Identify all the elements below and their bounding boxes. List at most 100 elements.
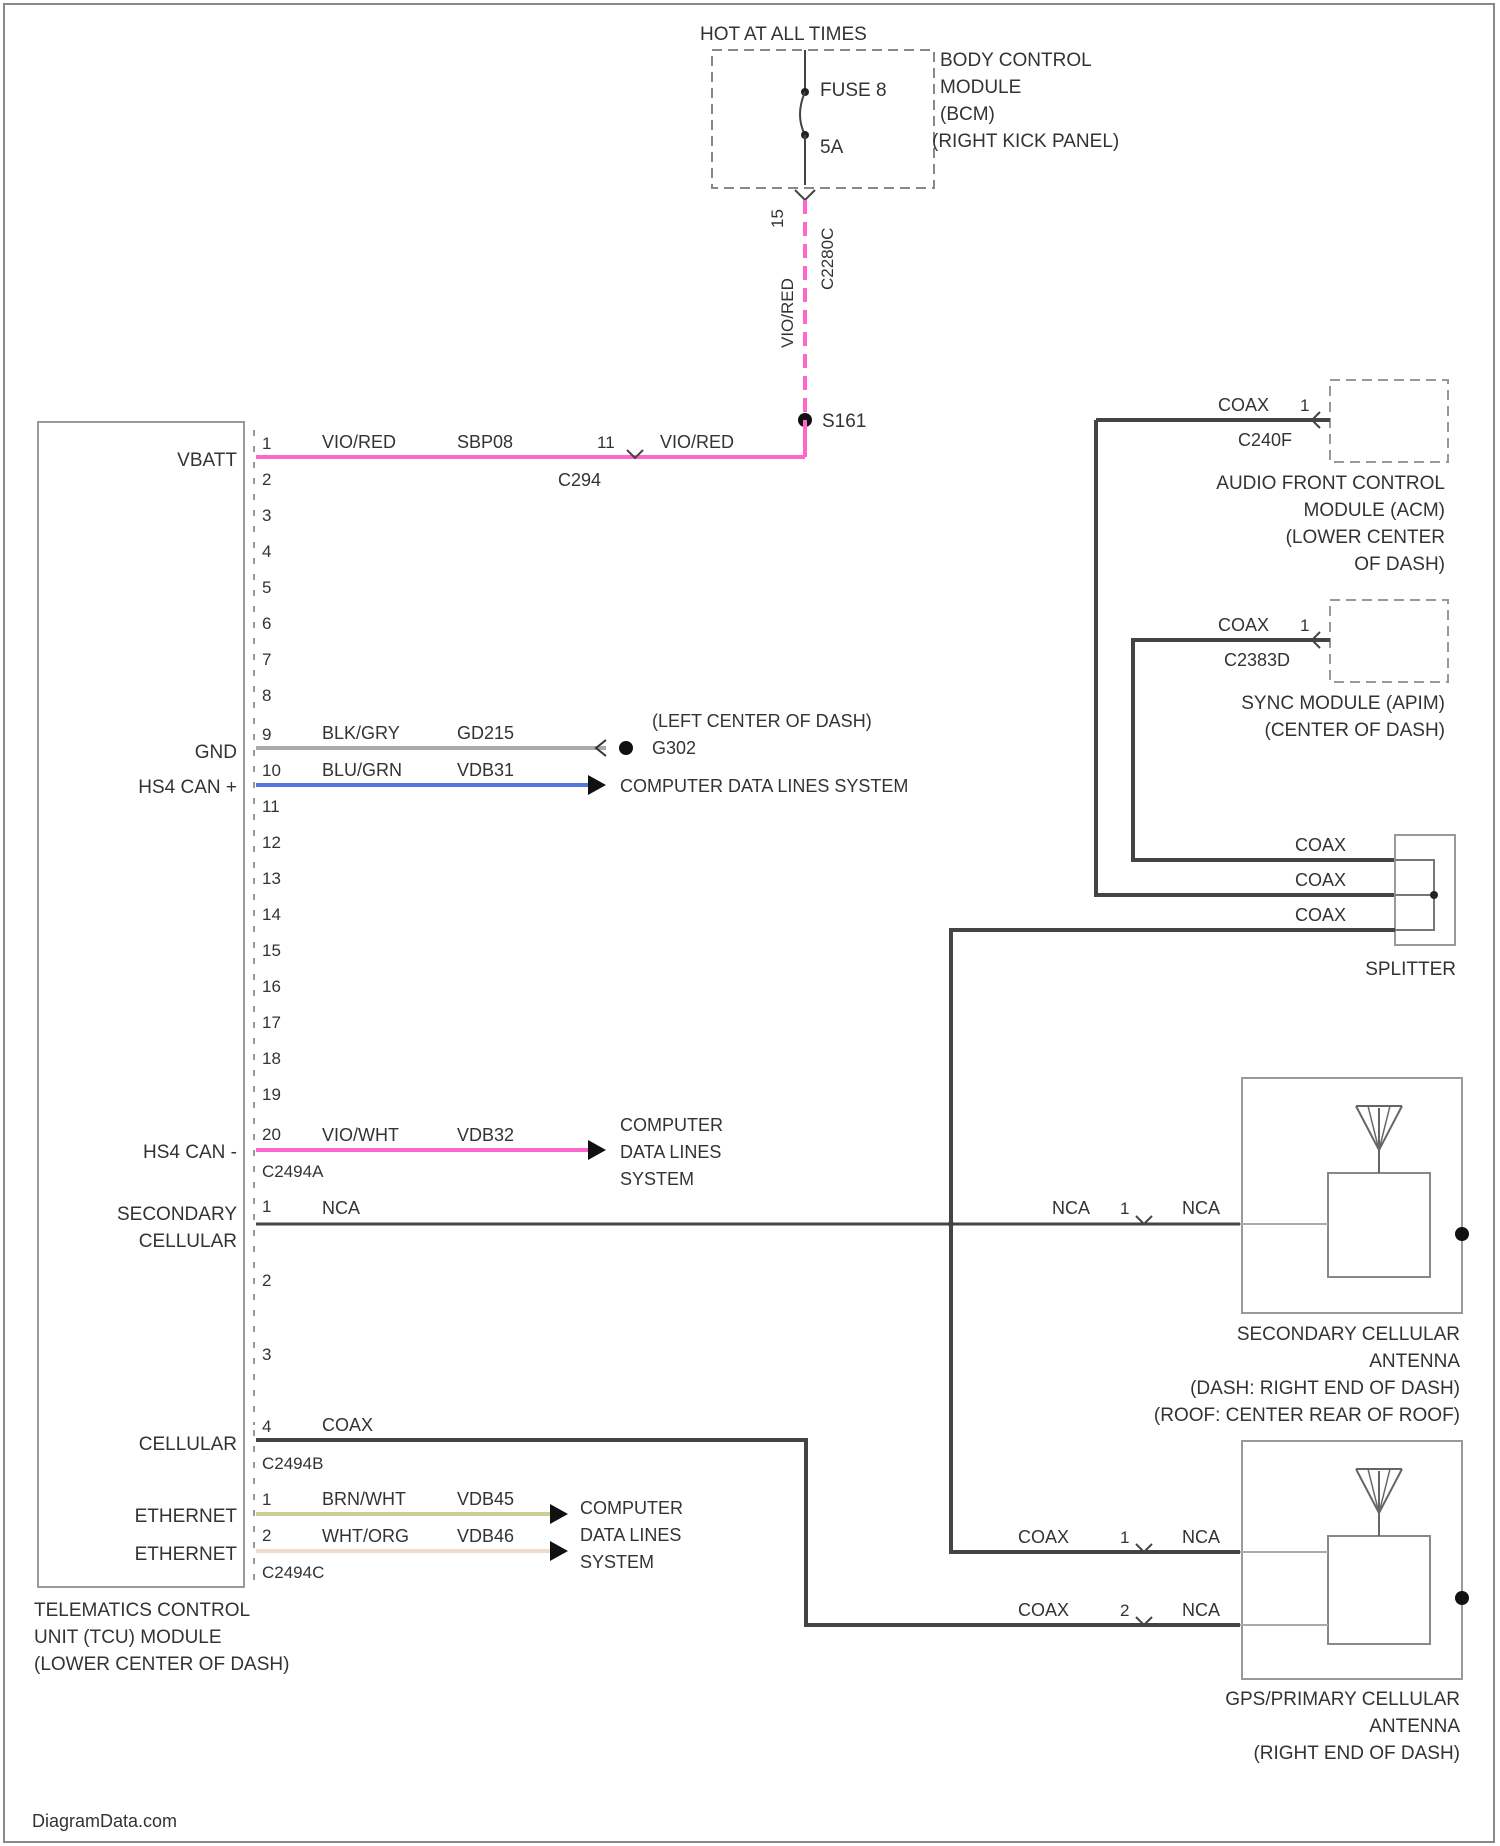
ground-point	[619, 741, 633, 755]
vbatt-inline-conn: C294	[558, 470, 601, 490]
hs4-minus-circuit: VDB32	[457, 1125, 514, 1145]
tcu-name-2: UNIT (TCU) MODULE	[34, 1627, 222, 1648]
bcm-block: HOT AT ALL TIMES FUSE 8 5A BODY CONTROL …	[700, 24, 1119, 348]
gnd-dest-2: G302	[652, 738, 696, 758]
label-vbatt: VBATT	[177, 450, 237, 471]
pin-a-16: 16	[262, 977, 281, 996]
acm-connector: C240F	[1238, 430, 1292, 450]
eth1-circuit: VDB45	[457, 1489, 514, 1509]
splitter-coax-2: COAX	[1295, 870, 1346, 890]
pin-a-18: 18	[262, 1049, 281, 1068]
hs4-minus-dest-2: DATA LINES	[620, 1142, 721, 1162]
secondary-antenna-ground	[1455, 1227, 1469, 1241]
vbatt-inline-pin: 11	[597, 433, 615, 452]
secondary-left-label: NCA	[322, 1198, 360, 1218]
bcm-name-4: (RIGHT KICK PANEL)	[932, 131, 1119, 152]
gnd-dest-1: (LEFT CENTER OF DASH)	[652, 711, 872, 731]
connector-c-name: C2494C	[262, 1563, 324, 1582]
pin-a-3: 3	[262, 506, 271, 525]
splitter-coax-3: COAX	[1295, 905, 1346, 925]
gps-antenna-name-3: (RIGHT END OF DASH)	[1253, 1743, 1460, 1764]
eth1-arrow	[550, 1504, 568, 1524]
pin-c-1: 1	[262, 1490, 271, 1509]
pin-a-10: 10	[262, 761, 281, 780]
fuse-label: FUSE 8	[820, 80, 887, 101]
sync-dashed-box	[1330, 600, 1448, 682]
vbatt-after-color: VIO/RED	[660, 432, 734, 452]
vbatt-wire-color: VIO/RED	[322, 432, 396, 452]
pin-a-1: 1	[262, 434, 271, 453]
connector-a-name: C2494A	[262, 1162, 324, 1181]
eth-dest-2: DATA LINES	[580, 1525, 681, 1545]
acm-name-4: OF DASH)	[1354, 554, 1445, 575]
label-secondary-cellular-2: CELLULAR	[139, 1231, 237, 1252]
sync-pin: 1	[1300, 616, 1309, 635]
hs4-minus-dest-3: SYSTEM	[620, 1169, 694, 1189]
bcm-name-1: BODY CONTROL	[940, 50, 1092, 71]
fuse-symbol	[800, 92, 805, 135]
connector-b-name: C2494B	[262, 1454, 323, 1473]
gps-antenna-name-2: ANTENNA	[1369, 1716, 1460, 1737]
eth1-color: BRN/WHT	[322, 1489, 406, 1509]
bcm-connector-symbol	[795, 190, 815, 200]
pin-b-4: 4	[262, 1417, 271, 1436]
splice-label: S161	[822, 411, 866, 432]
hs4-minus-arrow	[588, 1140, 606, 1160]
acm-name-2: MODULE (ACM)	[1304, 500, 1445, 521]
sync-connector: C2383D	[1224, 650, 1290, 670]
tcu-name-3: (LOWER CENTER OF DASH)	[34, 1654, 289, 1675]
tcu-box	[38, 422, 244, 1587]
fuse-amps-label: 5A	[820, 137, 844, 158]
eth2-color: WHT/ORG	[322, 1526, 409, 1546]
hs4-minus-wire-color: VIO/WHT	[322, 1125, 399, 1145]
pin-a-19: 19	[262, 1085, 281, 1104]
gps-antenna-module	[1328, 1536, 1430, 1644]
bcm-name-2: MODULE	[940, 77, 1021, 98]
bcm-wire-color: VIO/RED	[778, 278, 797, 348]
acm-name-1: AUDIO FRONT CONTROL	[1216, 473, 1445, 494]
hot-at-all-times-label: HOT AT ALL TIMES	[700, 24, 867, 45]
label-hs4-can-minus: HS4 CAN -	[143, 1142, 237, 1163]
pin-b-1: 1	[262, 1197, 271, 1216]
hs4-plus-arrow	[588, 775, 606, 795]
label-ethernet-2: ETHERNET	[135, 1544, 238, 1565]
secondary-antenna-name-1: SECONDARY CELLULAR	[1237, 1324, 1460, 1345]
acm-coax-label: COAX	[1218, 395, 1269, 415]
label-gnd: GND	[195, 742, 237, 763]
eth2-arrow	[550, 1541, 568, 1561]
pin-a-13: 13	[262, 869, 281, 888]
label-cellular: CELLULAR	[139, 1434, 237, 1455]
gnd-wire-color: BLK/GRY	[322, 723, 400, 743]
pin-a-12: 12	[262, 833, 281, 852]
gps-row1-right: NCA	[1182, 1527, 1220, 1547]
pin-a-17: 17	[262, 1013, 281, 1032]
gps-row2-pin: 2	[1120, 1601, 1129, 1620]
bcm-dashed-box	[712, 50, 934, 188]
pin-a-2: 2	[262, 470, 271, 489]
hs4-plus-circuit: VDB31	[457, 760, 514, 780]
page-border	[4, 4, 1494, 1842]
label-secondary-cellular-1: SECONDARY	[117, 1204, 237, 1225]
pin-a-6: 6	[262, 614, 271, 633]
bcm-name-3: (BCM)	[940, 104, 995, 125]
gps-antenna-icon	[1356, 1469, 1402, 1536]
secondary-antenna-name-4: (ROOF: CENTER REAR OF ROOF)	[1154, 1405, 1460, 1426]
eth2-circuit: VDB46	[457, 1526, 514, 1546]
acm-dashed-box	[1330, 380, 1448, 462]
gps-row1-left: COAX	[1018, 1527, 1069, 1547]
pin-a-7: 7	[262, 650, 271, 669]
pin-b-3: 3	[262, 1345, 271, 1364]
splitter-box	[1395, 835, 1455, 945]
sync-coax-label: COAX	[1218, 615, 1269, 635]
pin-a-8: 8	[262, 686, 271, 705]
acm-pin: 1	[1300, 396, 1309, 415]
pin-c-2: 2	[262, 1526, 271, 1545]
label-hs4-can-plus: HS4 CAN +	[138, 777, 237, 798]
pin-a-9: 9	[262, 725, 271, 744]
hs4-minus-dest-1: COMPUTER	[620, 1115, 723, 1135]
pin-a-4: 4	[262, 542, 271, 561]
sync-name-2: (CENTER OF DASH)	[1265, 720, 1446, 741]
pin-a-20: 20	[262, 1125, 281, 1144]
gps-row2-left: COAX	[1018, 1600, 1069, 1620]
